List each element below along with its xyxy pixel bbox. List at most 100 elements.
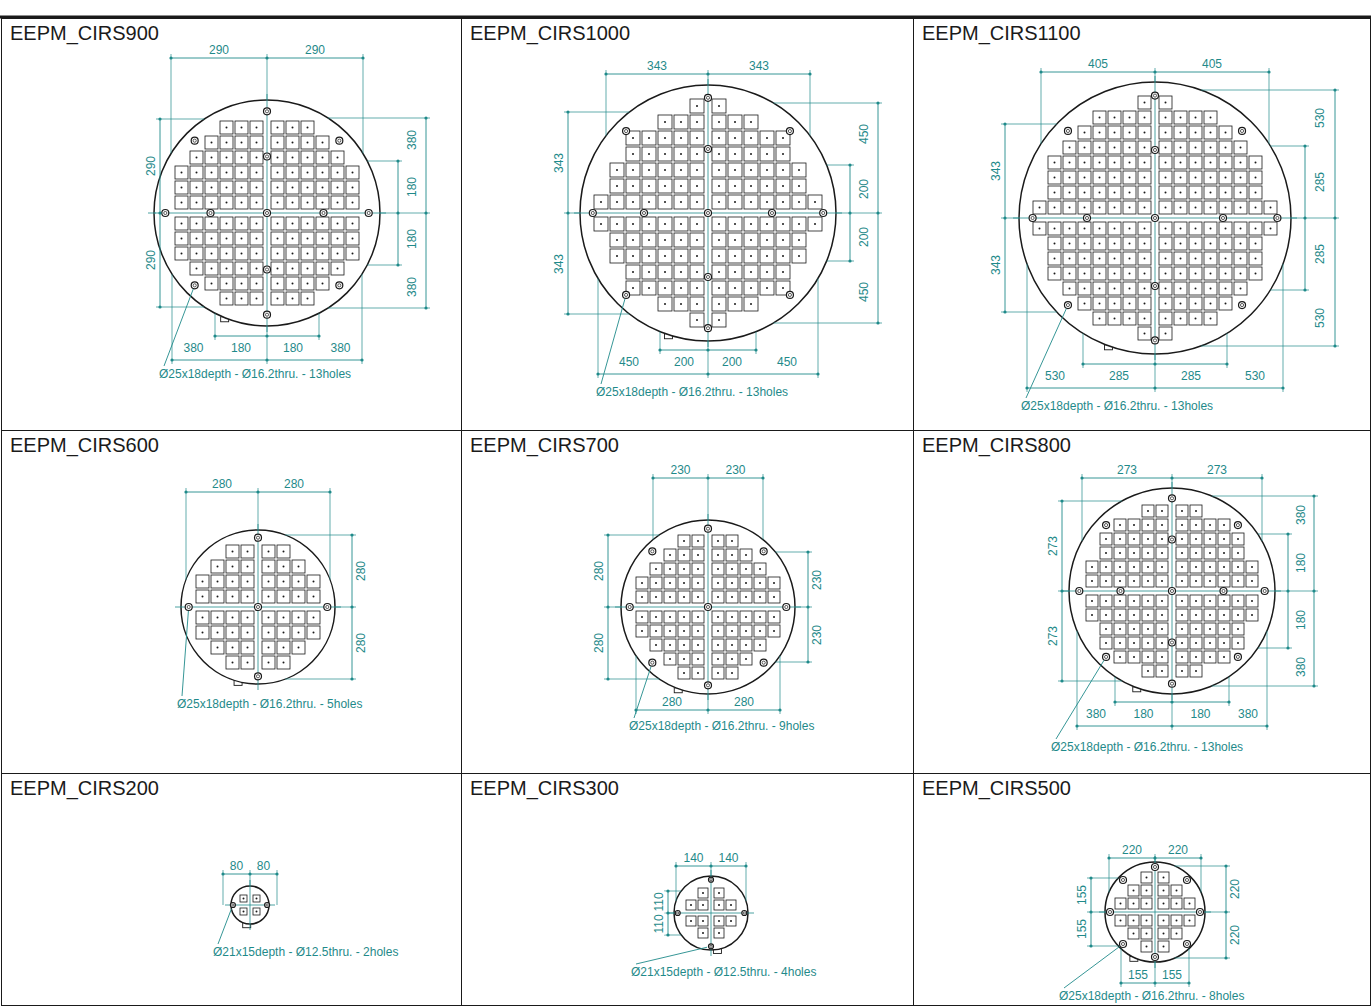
dimension-tick	[876, 211, 879, 214]
hole-note: Ø25x18depth - Ø16.2thru. - 13holes	[1020, 400, 1214, 413]
pole-cell	[292, 575, 305, 588]
pole-cell	[1264, 201, 1277, 214]
pole-dot	[683, 568, 685, 570]
pole-cell	[277, 560, 290, 573]
pole-cell	[728, 297, 742, 311]
pole-cell	[1176, 561, 1188, 573]
pole-cell	[690, 297, 704, 311]
pole-cell	[1123, 201, 1136, 214]
pole-cell	[726, 611, 738, 623]
pole-cell	[301, 196, 314, 209]
pole-cell	[175, 217, 188, 230]
pole-dot	[232, 632, 234, 634]
extension-line	[708, 474, 709, 520]
pole-cell	[205, 181, 218, 194]
pole-dot	[655, 582, 657, 584]
pole-dot	[1133, 920, 1135, 922]
pole-cell	[262, 626, 275, 639]
pole-dot	[759, 644, 761, 646]
pole-dot	[683, 582, 685, 584]
pole-cell	[1142, 637, 1154, 649]
pole-dot	[1133, 600, 1135, 602]
pole-cell	[1156, 665, 1168, 677]
pole-cell	[642, 217, 656, 231]
dimension-label: 220	[1229, 924, 1242, 946]
pole-cell	[610, 179, 624, 193]
pole-cell	[678, 591, 690, 603]
pole-dot	[243, 911, 245, 913]
pole-cell	[1108, 237, 1121, 250]
mounting-hole	[1029, 215, 1036, 222]
pole-cell	[626, 163, 640, 177]
dimension-label: 110	[653, 891, 666, 912]
pole-dot	[1180, 117, 1182, 119]
pole-dot	[766, 185, 768, 187]
pole-dot	[268, 632, 270, 634]
pole-dot	[1069, 273, 1071, 275]
pole-cell	[1232, 595, 1244, 607]
mounting-hole	[336, 282, 343, 289]
pole-dot	[277, 283, 279, 285]
pole-cell	[316, 196, 329, 209]
pole-cell	[316, 217, 329, 230]
pole-dot	[1165, 192, 1167, 194]
pole-dot	[283, 617, 285, 619]
hole-bore	[706, 211, 709, 214]
pole-cell	[1204, 595, 1216, 607]
extension-line	[330, 488, 331, 580]
pole-dot	[680, 239, 682, 241]
pole-dot	[782, 201, 784, 203]
pole-cell	[1142, 575, 1154, 587]
pole-dot	[696, 239, 698, 241]
chuck-drawing	[218, 870, 279, 944]
pole-dot	[1099, 303, 1101, 305]
pole-cell	[1234, 141, 1247, 154]
pole-dot	[718, 271, 720, 273]
pole-cell	[714, 928, 724, 938]
pole-dot	[600, 223, 602, 225]
pole-dot	[226, 157, 228, 159]
pole-cell	[698, 916, 708, 926]
dimension-label: 200	[858, 178, 871, 200]
pole-dot	[718, 255, 720, 257]
hole-bore	[762, 661, 765, 664]
pole-dot	[1161, 538, 1163, 540]
pole-dot	[211, 268, 213, 270]
pole-cell	[1048, 222, 1061, 235]
pole-cell	[277, 641, 290, 654]
pole-dot	[683, 554, 685, 556]
pole-cell	[664, 611, 676, 623]
pole-dot	[1195, 303, 1197, 305]
pole-cell	[714, 900, 724, 910]
pole-cell	[1138, 267, 1151, 280]
pole-cell	[1234, 237, 1247, 250]
hole-bore	[1105, 655, 1108, 658]
pole-dot	[1120, 920, 1122, 922]
pole-dot	[1119, 600, 1121, 602]
dimension-label: 280	[733, 696, 755, 709]
mounting-hole	[191, 282, 198, 289]
pole-cell	[1048, 237, 1061, 250]
pole-cell	[768, 611, 780, 623]
pole-dot	[277, 298, 279, 300]
pole-dot	[814, 223, 816, 225]
pole-dot	[1223, 566, 1225, 568]
dimension-tick	[566, 312, 569, 315]
pole-cell	[678, 625, 690, 637]
dimension-tick	[350, 605, 353, 608]
dimension-label: 280	[593, 560, 606, 582]
pole-cell	[1142, 519, 1154, 531]
dimension-tick	[248, 872, 251, 875]
pole-cell	[728, 195, 742, 209]
pole-cell	[211, 611, 224, 624]
pole-cell	[1249, 186, 1262, 199]
dimension-tick	[1089, 944, 1092, 947]
dimension-tick	[566, 110, 569, 113]
pole-dot	[1144, 273, 1146, 275]
extension-line	[328, 118, 430, 119]
pole-cell	[744, 131, 758, 145]
pole-cell	[1138, 222, 1151, 235]
pole-dot	[766, 169, 768, 171]
extension-line	[1283, 264, 1284, 392]
pole-dot	[648, 137, 650, 139]
